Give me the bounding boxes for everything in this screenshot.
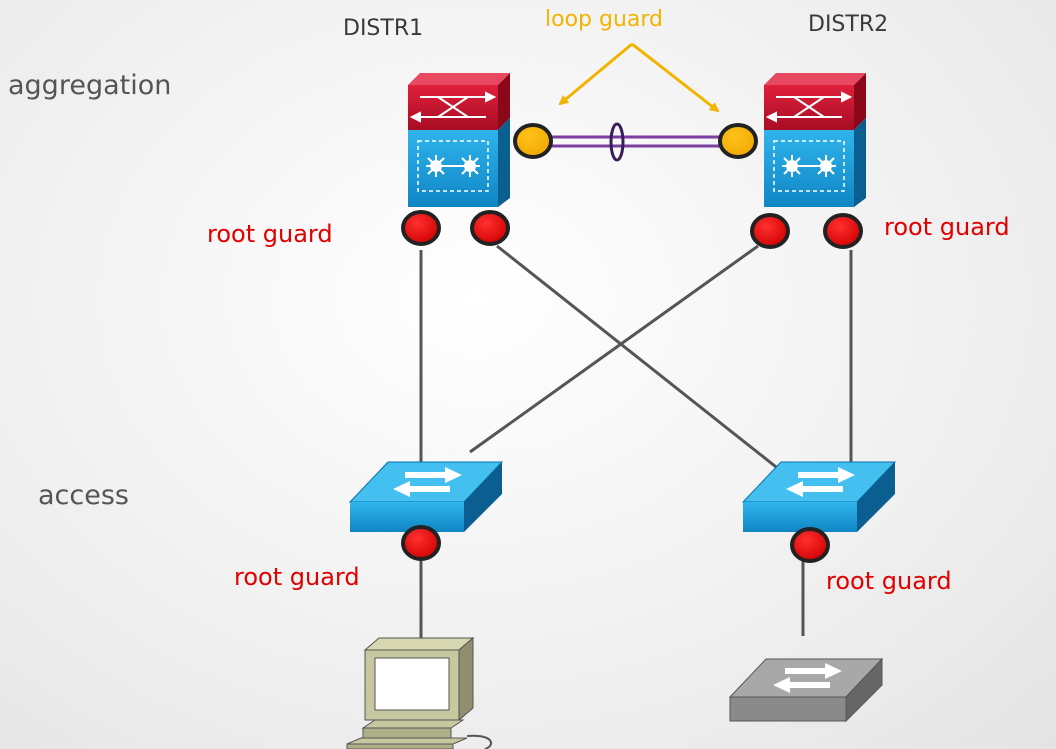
root-guard-label-distr1: root guard <box>207 220 333 248</box>
root-guard-port-distr1-down <box>401 210 441 246</box>
links <box>419 244 853 638</box>
workgroup-switch-icon <box>741 461 897 532</box>
root-guard-port-distr1-cross <box>470 210 510 246</box>
loop-guard-port-distr1 <box>513 123 553 159</box>
loop-guard-ports <box>513 123 758 159</box>
root-guard-ports <box>401 210 863 563</box>
root-guard-port-distr2-down <box>823 213 863 249</box>
distr2-label: DISTR2 <box>808 12 889 37</box>
loop-guard-port-distr2 <box>718 123 758 159</box>
workgroup-switch-gray-icon <box>728 657 884 723</box>
root-guard-port-access1 <box>401 525 441 561</box>
access-layer-label: access <box>38 480 129 511</box>
distr1-label: DISTR1 <box>343 16 424 41</box>
aggregation-layer-label: aggregation <box>8 70 172 101</box>
pc-icon <box>346 636 493 749</box>
etherchannel-bundle-icon <box>609 122 625 162</box>
link-distr2-access1 <box>469 244 759 454</box>
etherchannel-link <box>545 122 735 162</box>
root-guard-label-distr2: root guard <box>884 213 1010 241</box>
root-guard-label-access1: root guard <box>234 563 360 591</box>
loop-guard-label: loop guard <box>545 7 664 32</box>
root-guard-port-access2 <box>790 527 830 563</box>
loop-guard-arrows <box>558 42 720 113</box>
layer3-switch-icon <box>764 73 866 207</box>
workgroup-switch-icon <box>348 461 504 532</box>
layer3-switch-icon <box>408 73 510 207</box>
root-guard-label-access2: root guard <box>826 567 952 595</box>
link-distr1-access2 <box>496 244 791 480</box>
root-guard-port-distr2-cross <box>750 213 790 249</box>
